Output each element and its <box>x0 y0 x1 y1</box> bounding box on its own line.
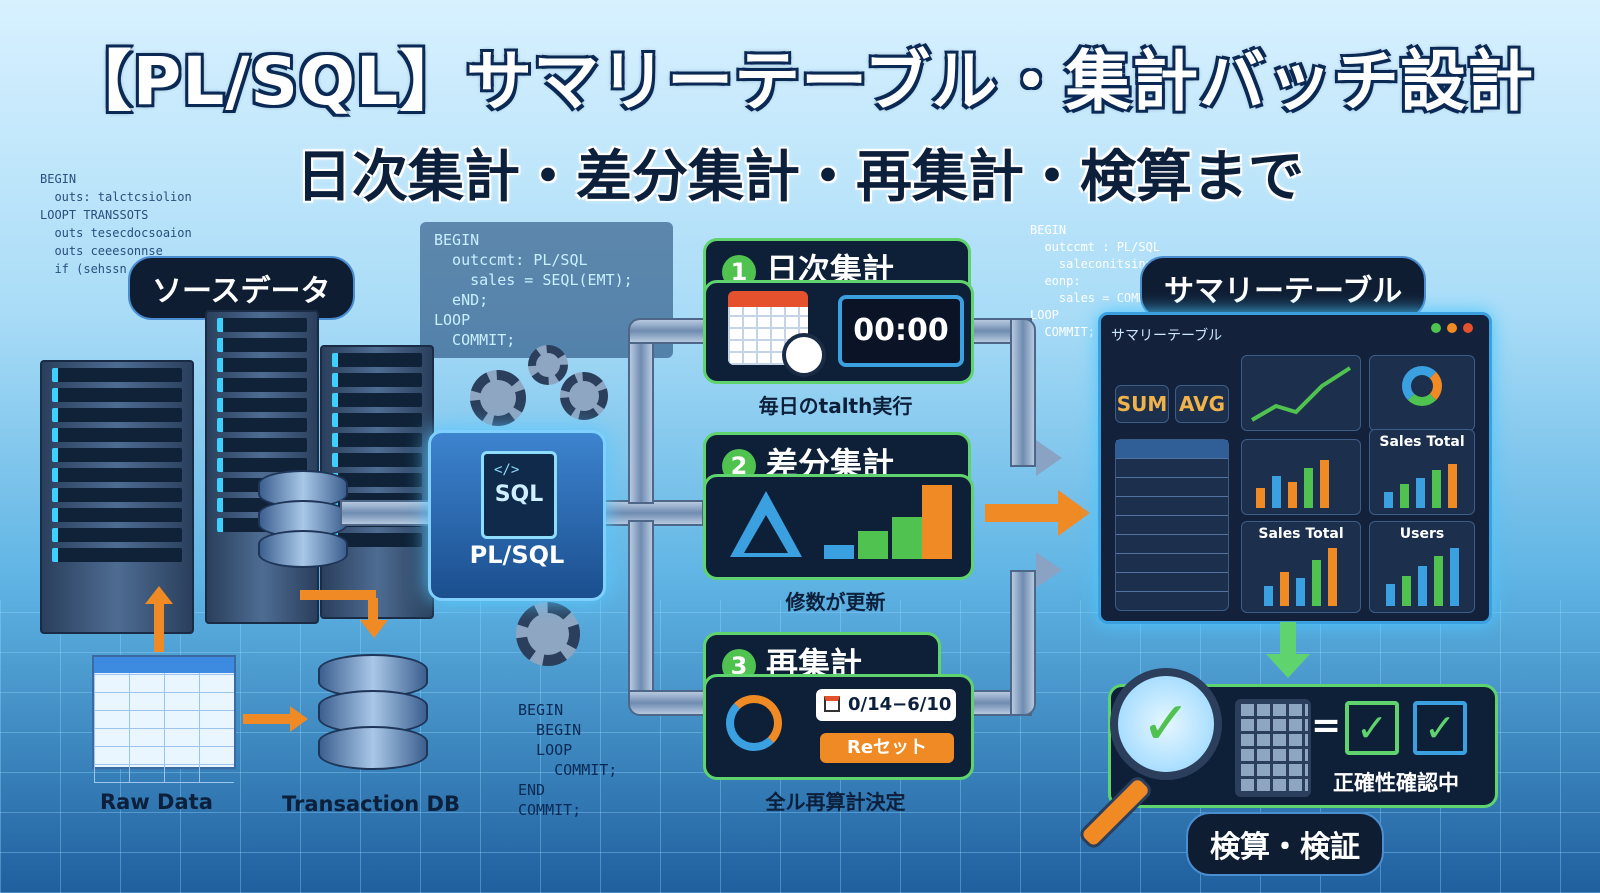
donut-card <box>1369 355 1475 431</box>
step1-caption: 毎日のtalth実行 <box>758 394 913 418</box>
step1-box: 00:00 <box>703 280 974 384</box>
users-label: Users <box>1399 526 1445 542</box>
raw-data-label: Raw Data <box>100 790 213 814</box>
arrow-up-icon <box>154 600 164 652</box>
arrow-right-icon <box>243 714 291 724</box>
arrow-down-head <box>360 620 388 638</box>
arrow-up-head <box>145 586 173 604</box>
clock-small-icon <box>782 333 826 377</box>
pipe-plsql-to-step1 <box>628 320 654 504</box>
gear-icon-small <box>528 345 568 385</box>
server-rack-middle <box>205 310 319 624</box>
main-title: 【PL/SQL】サマリーテーブル・集計バッチ設計 <box>65 43 1535 120</box>
window-dot-red <box>1463 323 1473 333</box>
digital-clock: 00:00 <box>838 295 964 367</box>
pipe-plsql-to-step3 <box>628 520 654 704</box>
verify-label: 検算・検証 <box>1186 812 1384 876</box>
gear-icon <box>470 370 526 426</box>
arrow-down-icon <box>300 590 376 600</box>
calendar-mini-icon <box>824 696 840 712</box>
sales-total-label-top: Sales Total <box>1379 434 1465 450</box>
dashboard-header: サマリーテーブル <box>1111 328 1223 344</box>
arrow-down-green-icon <box>1280 622 1296 658</box>
equals-sign: = <box>1311 705 1342 746</box>
magnifier-icon: ✓ <box>1110 668 1222 780</box>
check-green-icon: ✓ <box>1345 701 1399 755</box>
arrow-step1-to-summary <box>1036 440 1062 476</box>
arrow-step2-to-summary <box>985 504 1060 522</box>
donut-chart-icon <box>1402 366 1442 406</box>
database-icon-transaction <box>318 654 428 770</box>
step3-box: 0/14−6/10 Reセット <box>703 674 974 780</box>
step3-caption: 全ル再算計決定 <box>765 790 906 814</box>
plsql-label: PL/SQL <box>469 541 565 569</box>
sum-badge: SUM <box>1115 385 1169 423</box>
sql-file-icon: </> SQL <box>481 451 557 539</box>
window-dot-green <box>1431 323 1441 333</box>
source-data-label: ソースデータ <box>128 256 355 320</box>
step2-caption: 修数が更新 <box>785 590 886 614</box>
bar-trend-card <box>1241 439 1361 515</box>
code-snippet-bottom: BEGIN BEGIN LOOP COMMIT; END COMMIT; <box>518 701 618 819</box>
database-icon-top <box>258 470 348 568</box>
avg-badge: AVG <box>1175 385 1229 423</box>
code-snippet-left: BEGIN outs: talctcsiolion LOOPT TRANSSOT… <box>40 172 192 276</box>
arrow-step3-to-summary <box>1036 552 1062 588</box>
sql-file-label: SQL <box>494 482 544 507</box>
step2-box <box>703 474 974 580</box>
sales-total-label: Sales Total <box>1258 526 1344 542</box>
gear-icon-bottom <box>516 602 580 666</box>
reset-button[interactable]: Reセット <box>820 733 954 763</box>
sales-total-card: Sales Total <box>1241 521 1361 613</box>
gear-icon-right <box>560 372 608 420</box>
check-blue-icon: ✓ <box>1413 701 1467 755</box>
pipe-db-to-plsql <box>340 500 434 526</box>
trend-card <box>1241 355 1361 431</box>
bar-growth-icon <box>824 545 854 559</box>
arrow-right-head <box>290 706 308 732</box>
refresh-icon <box>726 695 782 751</box>
plsql-block: </> SQL PL/SQL <box>428 430 606 601</box>
transaction-db-label: Transaction DB <box>282 792 460 816</box>
raw-data-table-icon <box>92 655 236 783</box>
sub-title: 日次集計・差分集計・再集計・検算まで <box>296 145 1304 210</box>
summary-dashboard: サマリーテーブル SUM AVG Sales Total Sales Total <box>1098 312 1492 624</box>
calendar-icon <box>728 291 808 365</box>
summary-table-label: サマリーテーブル <box>1140 256 1427 320</box>
summary-grid <box>1115 439 1229 611</box>
users-card: Users <box>1369 521 1475 613</box>
verify-status: 正確性確認中 <box>1333 771 1459 795</box>
window-dot-orange <box>1447 323 1457 333</box>
date-range-badge: 0/14−6/10 <box>816 689 956 721</box>
trend-line-chart <box>1250 366 1352 422</box>
sales-total-card-top: Sales Total <box>1369 429 1475 515</box>
calculator-icon <box>1235 699 1311 797</box>
